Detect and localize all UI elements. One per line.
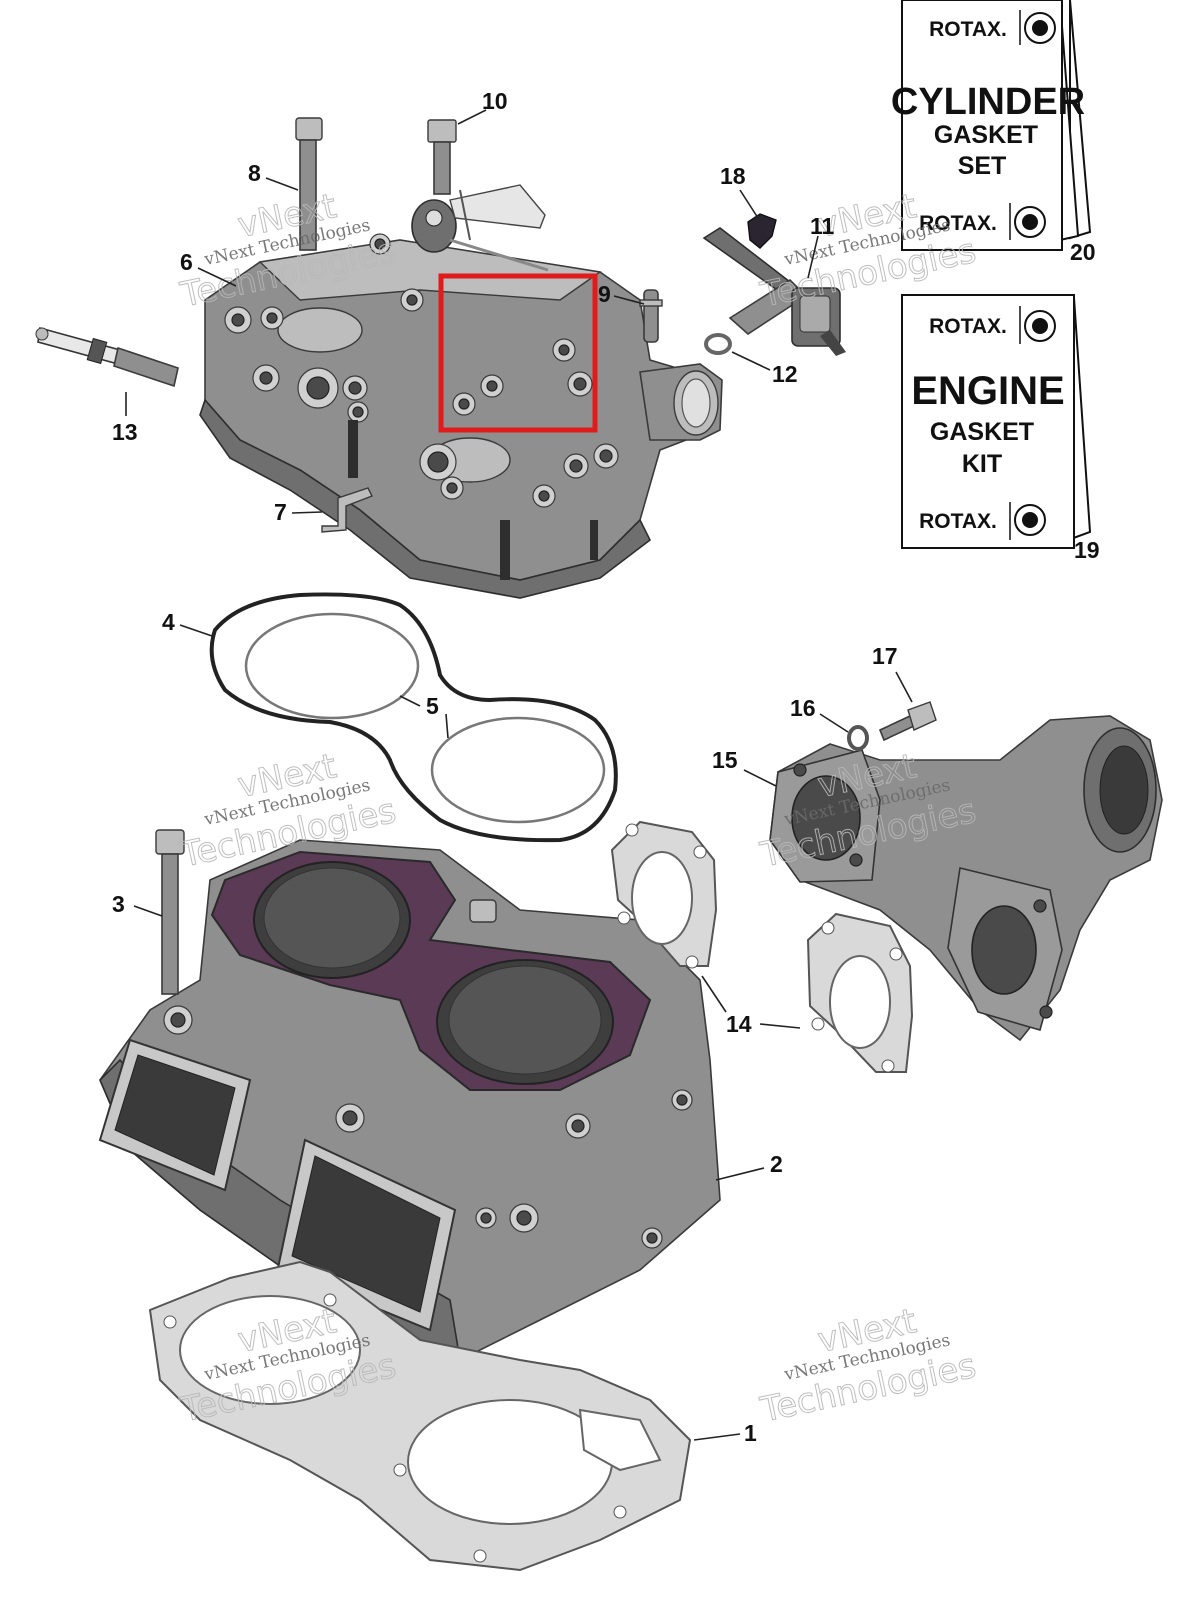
callout-16: 16 [790,695,816,721]
watermark: vNext vNext Technologies Technologies [756,1301,980,1431]
callout-19: 19 [1074,537,1100,563]
temperature-sensor [702,227,846,356]
elbow-fitting [321,487,373,533]
callout-6: 6 [180,249,193,275]
head-bolt [295,117,323,251]
sensor-bolt [427,119,457,195]
sensor-clip [747,213,777,249]
kit-brand-bottom: ROTAX. [919,212,997,235]
cylinder-block [98,839,721,1362]
callout-3: 3 [112,891,125,917]
head-o-ring [209,592,618,843]
engine-gasket-kit-box: ROTAX. ENGINE GASKET KIT ROTAX. [901,294,1092,549]
callout-7: 7 [274,499,287,525]
exhaust-gasket [610,820,718,969]
callout-14: 14 [726,1011,752,1037]
kit-title: CYLINDER [891,81,1085,123]
callout-numbers: 1 2 3 4 5 6 7 8 9 10 11 12 13 14 15 16 1… [112,88,1100,1446]
cylinder-base-gasket [148,1260,692,1572]
cylinder-head [199,233,723,599]
knock-sensor [411,184,549,272]
callout-20: 20 [1070,239,1096,265]
manifold-bolt [878,701,937,742]
kit-title: ENGINE [911,369,1064,413]
kit-subtitle: GASKET [930,418,1034,446]
exhaust-manifold [769,715,1163,1042]
kit-subtitle-2: SET [958,152,1007,180]
callout-2: 2 [770,1151,783,1177]
callout-8: 8 [248,160,261,186]
callout-4: 4 [162,609,175,635]
cylinder-gasket-set-box: ROTAX. CYLINDER GASKET SET ROTAX. [891,0,1092,251]
callout-18: 18 [720,163,746,189]
sensor-o-ring [704,333,732,355]
highlight-box [438,273,598,433]
callout-15: 15 [712,747,738,773]
water-fitting [639,289,663,343]
spark-plug [35,326,179,388]
callout-12: 12 [772,361,798,387]
kit-brand-bottom: ROTAX. [919,510,997,533]
callout-13: 13 [112,419,138,445]
kit-brand-top: ROTAX. [929,315,1007,338]
kit-subtitle: GASKET [934,121,1038,149]
cylinder-bolt [155,829,185,995]
callout-1: 1 [744,1420,757,1446]
callout-5: 5 [426,693,439,719]
callout-10: 10 [482,88,508,114]
cylinder-sealing-ring [244,612,606,824]
callout-17: 17 [872,643,898,669]
leader-lines [125,109,913,1441]
exhaust-gasket [806,912,914,1073]
callout-9: 9 [598,281,611,307]
kit-subtitle-2: KIT [962,450,1002,478]
washer [847,725,869,751]
callout-11: 11 [810,213,835,239]
kit-brand-top: ROTAX. [929,18,1007,41]
